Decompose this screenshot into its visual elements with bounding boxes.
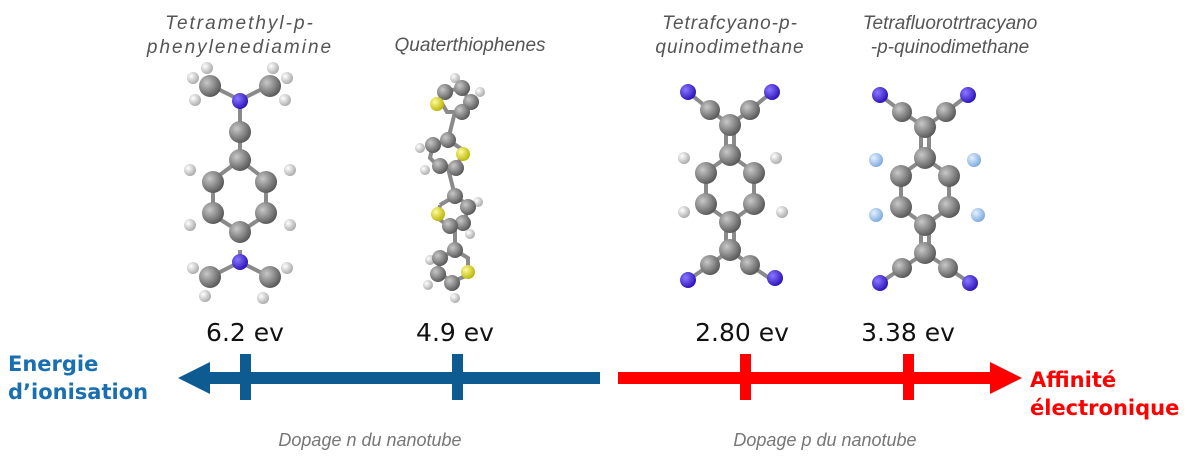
axis-label-affinity: Affinité électronique	[1030, 368, 1180, 420]
ionisation-arrow-head	[178, 362, 210, 394]
footer-p-doping: Dopage p du nanotube	[733, 430, 917, 450]
tick-f4tcnq	[903, 354, 914, 400]
ionisation-arrow-shaft	[205, 372, 600, 384]
molecule-tmpd-atoms	[184, 62, 296, 304]
affinity-arrow-shaft	[618, 372, 994, 384]
affinity-arrow-head	[990, 362, 1022, 394]
energy-value-tmpd: 6.2 ev	[206, 318, 284, 347]
energy-value-quaterthiophene: 4.9 ev	[416, 318, 494, 347]
molecule-name-tcnq: Tetrafcyano-p- quinodimethane	[655, 13, 805, 58]
molecule-name-tmpd: Tetramethyl-p- phenylenediamine	[146, 13, 334, 58]
molecule-name-quaterthiophene: Quaterthiophenes	[394, 35, 546, 56]
molecule-name-f4tcnq: Tetrafluorotrtracyano -p-quinodimethane	[862, 13, 1038, 58]
energy-value-tcnq: 2.80 ev	[695, 318, 789, 347]
tick-quaterthiophene	[452, 354, 463, 400]
axis-label-ionisation: Energie d’ionisation	[8, 352, 149, 404]
tick-tmpd	[240, 354, 251, 400]
molecule-tcnq-atoms	[678, 84, 788, 288]
tick-tcnq	[740, 354, 751, 400]
molecule-quaterthiophene-atoms	[415, 73, 485, 303]
affinity-arrow	[618, 354, 1022, 400]
molecule-f4tcnq-atoms	[869, 87, 985, 291]
footer-n-doping: Dopage n du nanotube	[278, 430, 462, 450]
energy-value-f4tcnq: 3.38 ev	[861, 318, 955, 347]
ionisation-arrow	[178, 354, 600, 400]
